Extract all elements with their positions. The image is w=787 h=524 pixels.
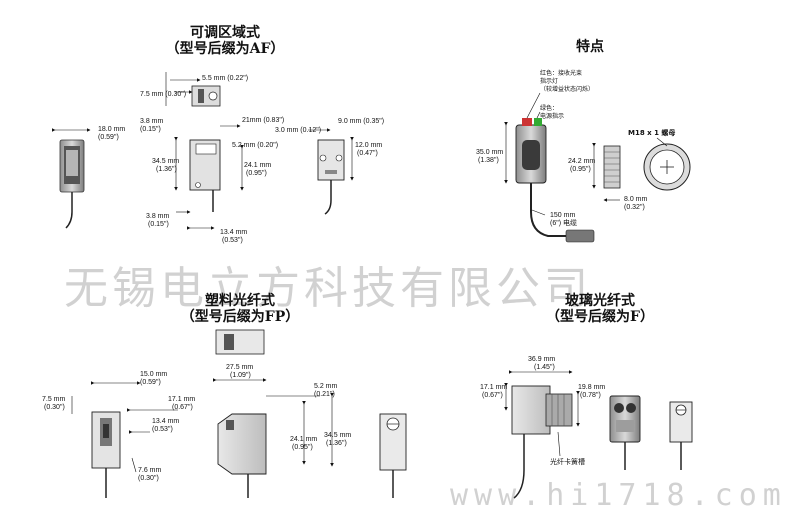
af-dim-d8: 24.1 mm [244,162,272,169]
fp-dim-d5b: (0.53") [152,426,173,433]
fp-dim-d2: 15.0 mm [140,371,168,378]
f-dim-d1: 36.9 mm [528,356,556,363]
features-title: 特点 [576,39,604,55]
fp-title: 塑料光纤式 [205,293,275,309]
fp-dim-d3b: (0.30") [44,404,65,411]
features-thread-label: M18 x 1 螺母 [628,129,676,137]
af-title: 可调区域式 [190,25,260,41]
f-fiber-groove-label: 光纤卡簧槽 [550,458,585,466]
fp-dim-d4b: (0.67") [172,404,193,411]
af-dim-d13b: (0.47") [357,150,378,157]
af-dim-d10b: (0.53") [222,237,243,244]
features-nut-front [643,143,691,191]
f-title: 玻璃光纤式 [565,293,635,309]
af-dim-d11: 3.0 mm (0.12") [275,127,322,134]
fp-dim-d5: 13.4 mm [152,418,180,425]
af-dim-d4b: (0.15") [140,126,161,133]
features-dim-d4: 8.0 mm [624,196,648,203]
af-dim-d1: 5.5 mm (0.22") [202,75,249,82]
af-dim-d6: 5.2 mm (0.20") [232,142,279,149]
fp-dim-d1b: (1.09") [230,372,251,379]
features-label-red-2: 指示灯 [540,78,559,85]
features-dim-d2b: (6") 电缆 [550,220,577,227]
af-dim-d13: 12.0 mm [355,142,383,149]
af-top-view [191,85,221,107]
af-subtitle: （型号后缀为AF） [165,41,285,57]
af-dim-d5: 21mm (0.83") [242,117,285,124]
af-dim-d4: 3.8 mm [140,118,164,125]
fp-side-view [217,413,267,498]
af-dim-d10: 13.4 mm [220,229,248,236]
fp-dim-d6b: (0.30") [138,475,159,482]
fp-top-view [215,329,265,355]
af-dim-d7b: (1.36") [156,166,177,173]
features-dim-d2: 150 mm [550,212,576,219]
af-dim-d8b: (0.95") [246,170,267,177]
fp-dim-d9b: (1.36") [326,440,347,447]
f-side-view [511,385,573,499]
af-side-view [317,139,345,215]
site-watermark: www.hi1718.com [450,478,787,513]
company-watermark: 无锡电立方科技有限公司 [64,263,592,314]
fp-dim-d4: 17.1 mm [168,396,196,403]
af-dim-d3b: (0.59") [98,134,119,141]
features-dim-d3: 24.2 mm [568,158,596,165]
fp-dim-d3: 7.5 mm [42,396,66,403]
diagram-canvas [52,72,693,499]
fp-dim-d1: 27.5 mm [226,364,254,371]
fp-dim-d8b: (0.95") [292,444,313,451]
features-dim-d1b: (1.38") [478,157,499,164]
features-label-red: 红色：接收光束 [540,70,583,77]
af-photo-sensor [59,139,85,229]
fp-dim-d6: 7.6 mm [138,467,162,474]
features-dim-d3b: (0.95") [570,166,591,173]
f-front-view [609,395,641,470]
af-dim-d9b: (0.15") [148,221,169,228]
af-dim-d7: 34.5 mm [152,158,180,165]
features-sensor-front [515,118,595,243]
f-dim-d2: 17.1 mm [480,384,508,391]
fp-end-view [379,413,407,498]
features-dim-d4b: (0.32") [624,204,645,211]
fp-dim-d9: 34.5 mm [324,432,352,439]
fp-dim-d8: 24.1 mm [290,436,318,443]
features-dim-d1: 35.0 mm [476,149,504,156]
f-dim-d1b: (1.45") [534,364,555,371]
af-dim-d12: 9.0 mm (0.35") [338,118,385,125]
af-dim-d9: 3.8 mm [146,213,170,220]
fp-front-view [91,411,121,498]
features-label-red-3: （较增益状态闪烁） [540,86,595,93]
f-dim-d3: 19.8 mm [578,384,606,391]
features-nut-side [603,145,621,189]
f-subtitle: （型号后缀为F） [546,309,654,325]
af-dim-d3: 18.0 mm [98,126,126,133]
fp-dim-d7: 5.2 mm [314,383,338,390]
fp-dim-d2b: (0.59") [140,379,161,386]
features-label-green: 绿色： [540,105,559,112]
af-dim-d2: 7.5 mm (0.30") [140,91,187,98]
af-front-view [189,139,221,212]
f-dim-d3b: (0.78") [580,392,601,399]
features-label-green-2: 电源指示 [540,113,565,120]
fp-dim-d7b: (0.21") [314,391,335,398]
f-dim-d2b: (0.67") [482,392,503,399]
fp-subtitle: （型号后缀为FP） [180,309,300,325]
f-end-view [669,401,693,470]
